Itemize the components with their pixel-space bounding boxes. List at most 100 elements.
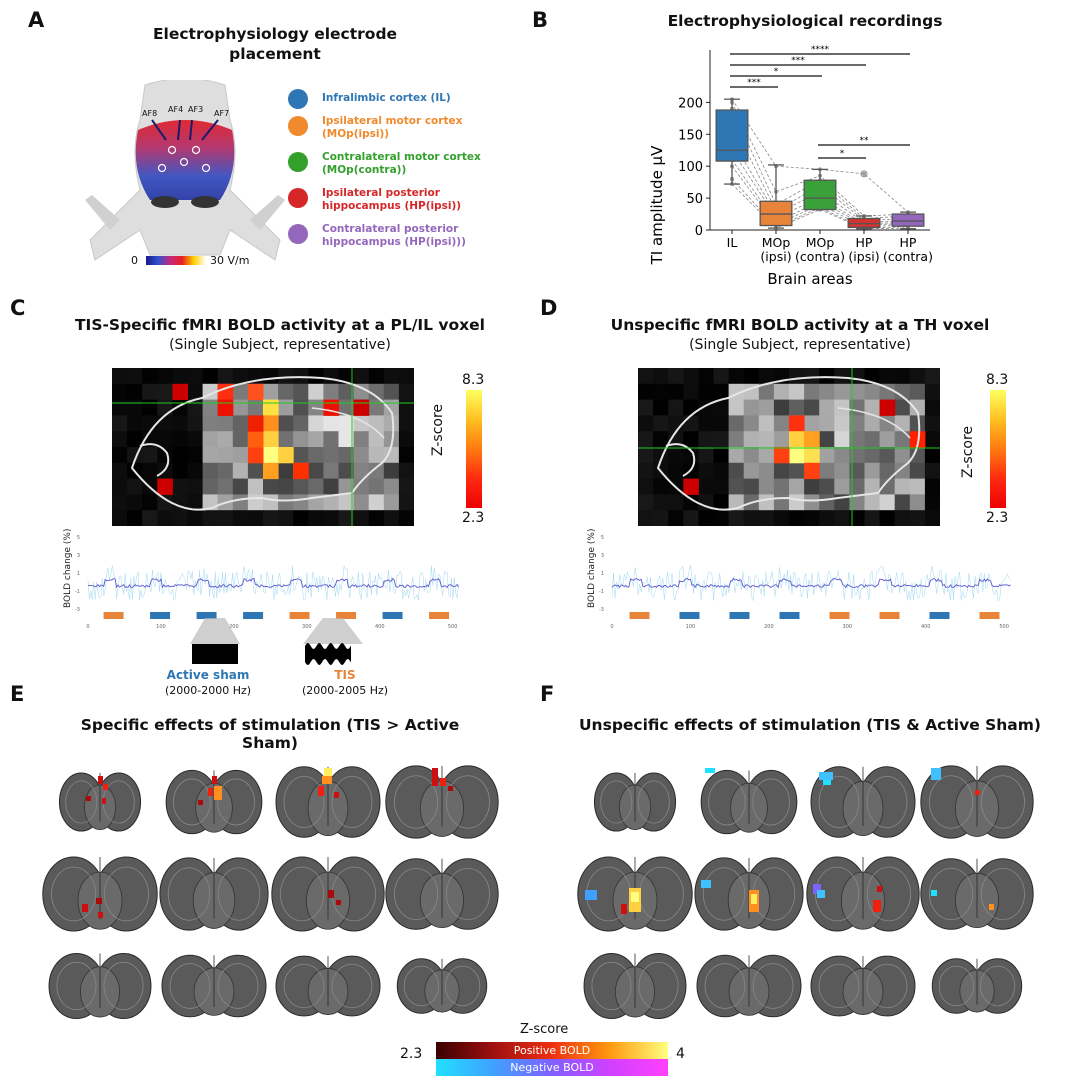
boxplot-x-tick-label: (contra)	[795, 249, 845, 264]
bold-x-tick-label: 100	[156, 624, 166, 630]
coronal-brain-slice	[165, 769, 263, 835]
panel-b-letter: B	[532, 8, 549, 32]
bold-x-tick-label: 300	[843, 624, 853, 630]
zscore-legend-title: Z-score	[520, 1022, 569, 1037]
stimulation-block	[729, 612, 750, 619]
panel-a-title: Electrophysiology electrode placement	[152, 25, 398, 63]
boxplot-x-axis-label: Brain areas	[767, 270, 853, 288]
activation-cluster	[931, 890, 937, 896]
activation-cluster	[214, 786, 222, 800]
coronal-brain-slice	[700, 768, 798, 835]
active-sham-label: Active sham	[166, 668, 250, 682]
coronal-brain-slice	[810, 955, 916, 1017]
panel-c-colorbar	[466, 390, 482, 508]
legend-item-mop-ipsi: Ipsilateral motor cortex (MOp(ipsi))	[288, 115, 482, 141]
tis-frequency: (2000-2005 Hz)	[301, 684, 389, 697]
panel-c-letter: C	[10, 296, 26, 320]
bold-y-axis-label: BOLD change (%)	[587, 529, 597, 608]
panel-f-brain-grid	[575, 760, 1045, 1020]
legend-dot-il	[288, 89, 308, 109]
boxplot-x-tick-label: (contra)	[883, 249, 933, 264]
panel-c-colorbar-label: Z-score	[430, 403, 446, 456]
active-sham-waveform	[192, 644, 238, 664]
boxplot-subject-line	[731, 140, 909, 223]
panel-a-colorbar-max: 30 V/m	[210, 254, 250, 267]
panel-c-subtitle: (Single Subject, representative)	[169, 337, 391, 353]
bold-x-tick-label: 400	[921, 624, 931, 630]
boxplot-y-axis-label: TI amplitude μV	[648, 145, 666, 265]
coronal-brain-slice	[385, 765, 499, 839]
coronal-brain-slice	[810, 766, 916, 838]
boxplot-y-tick-label: 0	[695, 224, 703, 239]
bold-x-tick-label: 300	[302, 624, 312, 630]
panel-c-title: TIS-Specific fMRI BOLD activity at a PL/…	[74, 316, 485, 334]
activation-cluster	[98, 912, 103, 918]
bold-x-tick-label: 0	[86, 624, 89, 630]
activation-cluster	[328, 890, 334, 898]
coronal-brain-slice	[694, 857, 804, 931]
activation-cluster	[621, 904, 627, 914]
boxplot-y-tick-label: 200	[678, 96, 703, 111]
bold-y-tick-label: 3	[601, 553, 604, 559]
stim-waveform-inset	[190, 618, 363, 665]
legend-label-hp-contra: Contralateral posterior hippocampus (HP(…	[322, 223, 466, 248]
legend-label-il: Infralimbic cortex (IL)	[322, 92, 451, 104]
activation-cluster	[322, 776, 332, 784]
activation-cluster	[705, 768, 715, 773]
coronal-brain-slice	[58, 772, 142, 832]
panel-a-legend: Infralimbic cortex (IL) Ipsilateral moto…	[288, 88, 482, 255]
boxplot-x-tick-label: HP	[900, 235, 917, 250]
boxplot-x-tick-label: (ipsi)	[848, 249, 879, 264]
bold-x-tick-label: 500	[999, 624, 1009, 630]
panel-d-colorbar-label: Z-score	[960, 425, 976, 478]
legend-dot-mop-contra	[288, 152, 308, 172]
activation-cluster	[751, 894, 757, 904]
electrode-label-af4: AF4	[168, 105, 183, 114]
bold-x-tick-label: 400	[375, 624, 385, 630]
panel-d-title: Unspecific fMRI BOLD activity at a TH vo…	[610, 316, 990, 334]
boxplot-x-tick-label: MOp	[806, 235, 835, 250]
boxplot-point	[862, 171, 866, 176]
boxplot-outlier	[860, 170, 868, 178]
coronal-brain-slice	[920, 765, 1034, 839]
coronal-brain-slice	[593, 772, 677, 832]
coronal-brain-slice	[161, 954, 267, 1018]
activation-cluster	[877, 886, 882, 892]
boxplot-box-0	[715, 98, 749, 185]
coronal-brain-slice	[271, 856, 385, 932]
legend-dot-hp-ipsi	[288, 188, 308, 208]
coronal-brain-slice	[42, 856, 158, 932]
boxplot-box-1	[759, 164, 793, 229]
positive-bold-colorbar: Positive BOLD	[436, 1042, 668, 1059]
zscore-legend-max: 4	[676, 1046, 685, 1062]
stimulation-block	[289, 612, 310, 619]
coronal-brain-slice	[931, 958, 1023, 1014]
bold-x-tick-label: 200	[229, 624, 239, 630]
activation-cluster	[198, 800, 203, 805]
activation-cluster	[212, 776, 217, 784]
panel-b-title: Electrophysiological recordings	[667, 12, 943, 30]
significance-label: ***	[747, 78, 761, 88]
activation-cluster	[98, 776, 103, 784]
tis-waveform	[305, 643, 351, 665]
bold-smoothed-trace	[611, 577, 1011, 589]
legend-dot-hp-contra	[288, 224, 308, 244]
coronal-brain-slice	[696, 954, 802, 1018]
negative-bold-colorbar: Negative BOLD	[436, 1059, 668, 1076]
stimulation-block	[929, 612, 950, 619]
coronal-brain-slice	[275, 955, 381, 1017]
panel-f-letter: F	[540, 682, 555, 706]
significance-label: ***	[791, 56, 805, 66]
legend-label-mop-contra: Contralateral motor cortex (MOp(contra))	[322, 151, 481, 176]
activation-cluster	[86, 796, 91, 801]
coronal-brain-slice	[396, 958, 488, 1014]
stimulation-block	[150, 612, 171, 619]
electrode-label-af8: AF8	[142, 109, 157, 118]
activation-cluster	[819, 772, 833, 780]
activation-cluster	[96, 898, 102, 904]
coronal-brain-slice	[385, 858, 499, 930]
bold-raw-trace	[611, 565, 1011, 602]
coronal-brain-slice	[275, 766, 381, 838]
significance-label: *	[774, 67, 779, 77]
